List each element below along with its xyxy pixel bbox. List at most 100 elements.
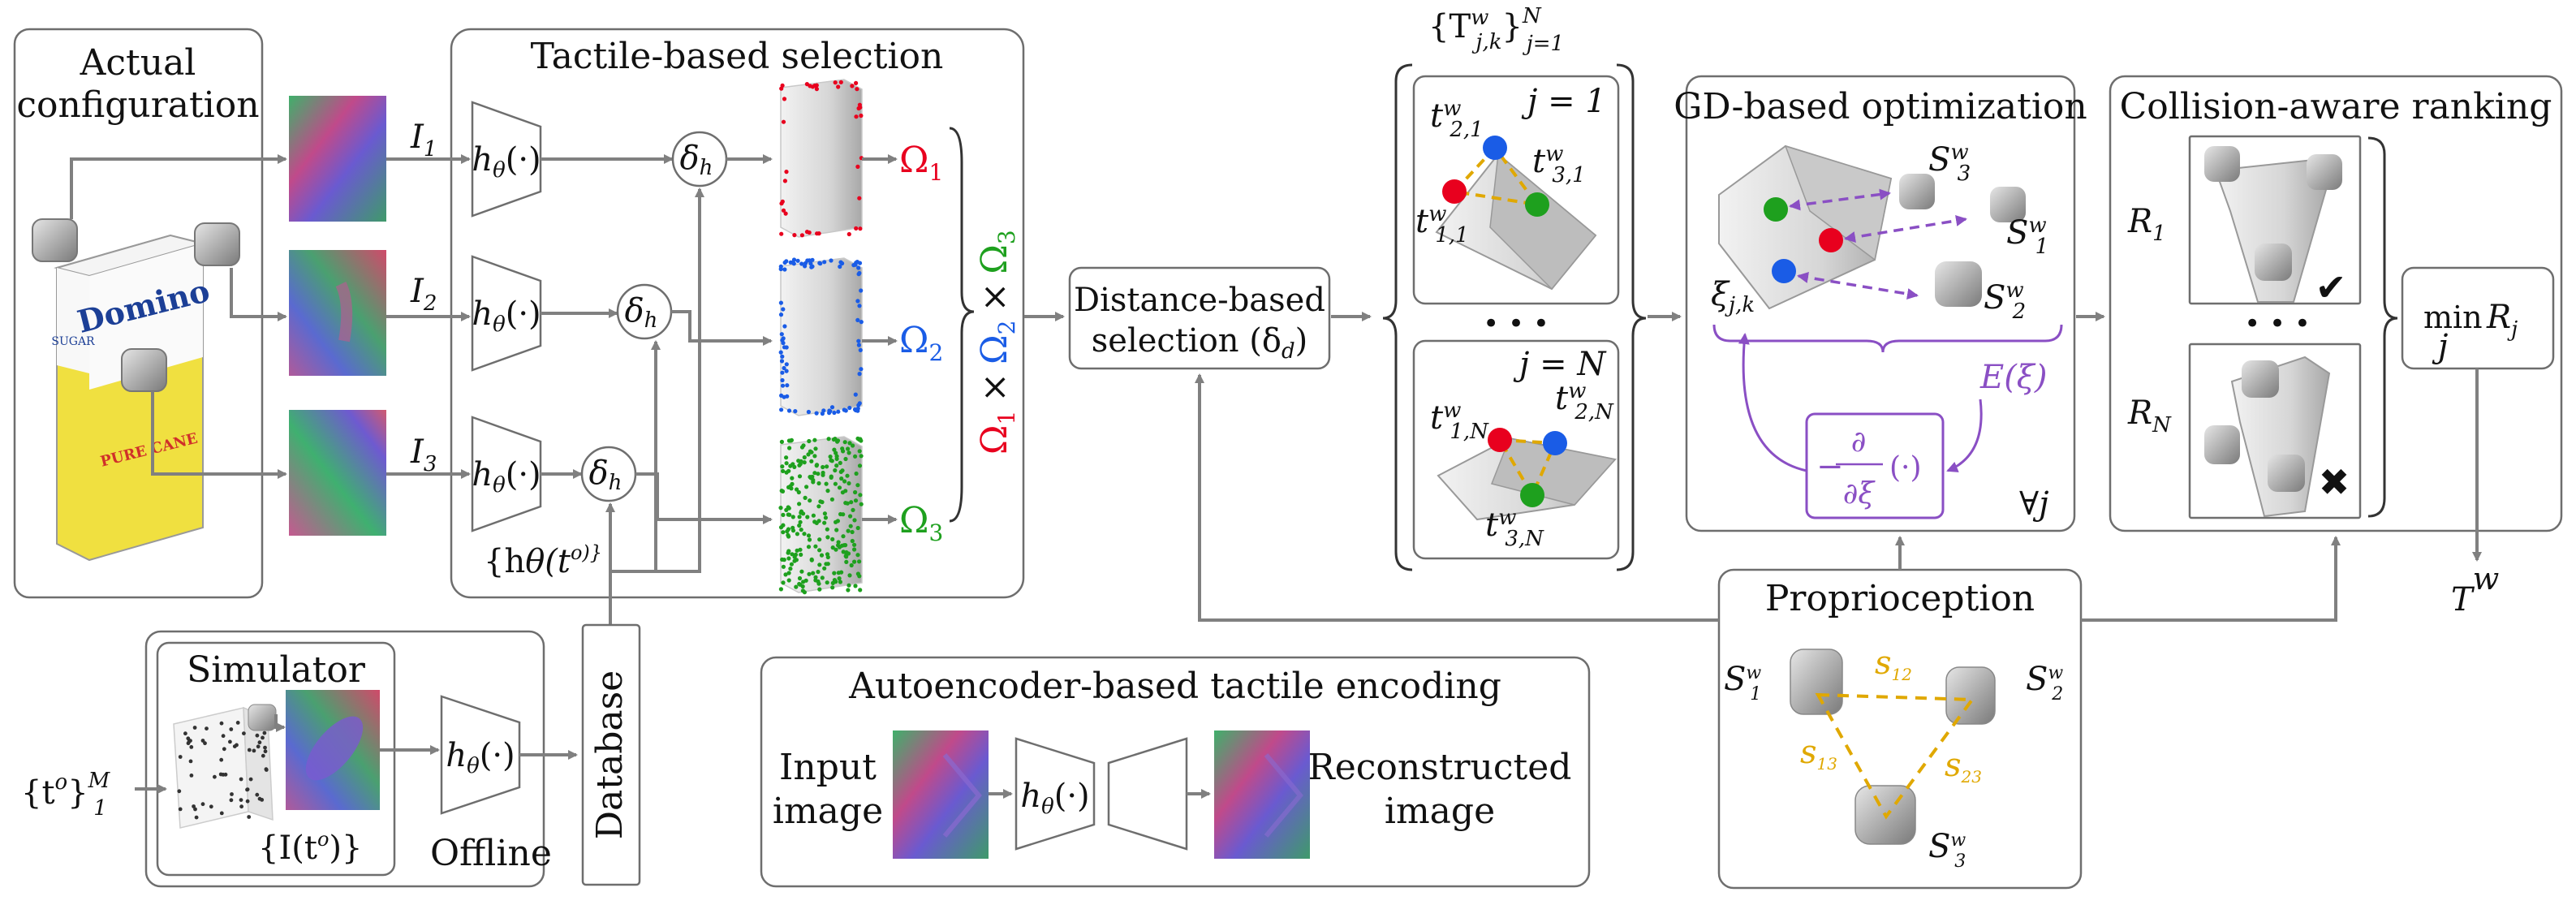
svg-text:δh: δh — [589, 455, 622, 495]
ae-encoder: hθ(·) — [1014, 737, 1096, 851]
ranking-candidate-1 — [2188, 135, 2362, 305]
proprio-s13: s13 — [1800, 734, 1837, 774]
omega-3: Ω3 — [899, 500, 943, 546]
input-label-3: I3 — [410, 433, 437, 476]
edge-sensor1-image1 — [70, 154, 287, 219]
simulator-panel — [156, 641, 396, 877]
delta-node-3: δh — [580, 446, 637, 502]
gd-forall: ∀j — [2019, 485, 2049, 523]
omega-2: Ω2 — [899, 320, 943, 366]
omega-1: Ω1 — [899, 140, 943, 186]
point-cloud-dots — [778, 80, 864, 595]
actual-config-title-1: Actual — [80, 42, 196, 84]
gd-gradient-box — [1805, 412, 1945, 519]
offline-label: Offline — [430, 833, 552, 874]
sugar-box-sugar: SUGAR — [51, 335, 95, 348]
latent-database-label: {hθ(to)} — [484, 541, 602, 580]
ae-output-image — [1214, 730, 1310, 859]
point-cloud-2 — [780, 257, 863, 416]
distance-selection-line1: Distance-based — [1074, 282, 1325, 319]
gd-gradient-num: ∂ — [1851, 425, 1867, 459]
ae-output-line1: Reconstructed — [1308, 747, 1572, 788]
omega-product: Ω1×Ω2×Ω3 — [974, 230, 1020, 455]
gd-gradient-arg: (·) — [1889, 451, 1922, 485]
tactile-image-3 — [289, 410, 386, 536]
transform-jN-triangle — [1497, 437, 1557, 499]
omega-brace — [949, 127, 975, 523]
gd-sensor-s3 — [1899, 174, 1935, 209]
ae-output-line2: image — [1385, 791, 1495, 832]
sensor-1-icon — [32, 218, 78, 262]
gd-optimization-panel — [1685, 75, 2076, 532]
tactile-selection-panel — [450, 28, 1025, 599]
svg-text:δh: δh — [625, 292, 658, 333]
gd-loop-down — [1946, 399, 1983, 472]
simulator-object — [173, 704, 277, 829]
gd-optimization-title: GD-based optimization — [1674, 86, 2087, 127]
actual-config-panel — [13, 28, 264, 599]
tactile-image-2 — [289, 250, 386, 376]
gd-sensor-s2 — [1935, 261, 1982, 307]
point-cloud-1 — [780, 79, 863, 238]
transform-j1-panel — [1412, 75, 1620, 305]
proprio-sensor-2 — [1945, 666, 1996, 725]
offline-panel — [144, 630, 545, 888]
sensor-3-icon — [121, 348, 167, 392]
simulator-encoder: hθ(·) — [440, 695, 521, 815]
database-box — [581, 623, 641, 886]
candidate-1-object — [2204, 146, 2342, 303]
svg-text:Ω1×Ω2×Ω3: Ω1×Ω2×Ω3 — [974, 230, 1020, 455]
ae-input-line2: image — [773, 791, 883, 832]
autoencoder-panel — [760, 656, 1591, 888]
ae-input-image — [893, 730, 989, 859]
gd-xi-label: ξj,k — [1711, 276, 1755, 317]
contact-point-green — [1525, 192, 1549, 217]
gd-link-green — [1789, 188, 1891, 211]
candidate-N-cross-icon: ✖ — [2319, 460, 2350, 504]
edge-delta2-cloud2 — [671, 310, 773, 346]
candidate-N-object — [2204, 356, 2331, 518]
proprioception-title: Proprioception — [1765, 578, 2035, 619]
edge-proprio-distance — [1195, 373, 1719, 622]
svg-text:hθ(·): hθ(·) — [472, 141, 541, 183]
ranking-title: Collision-aware ranking — [2120, 86, 2552, 127]
svg-text:hθ(·): hθ(·) — [1020, 778, 1089, 819]
gd-loop-up — [1738, 333, 1807, 472]
tactile-selection-title: Tactile-based selection — [531, 36, 944, 77]
output-T: Tw — [2451, 561, 2499, 618]
edge-delta3-cloud3 — [635, 472, 773, 524]
gd-sensor-s1 — [1990, 187, 2026, 222]
svg-text:δh: δh — [680, 140, 713, 180]
proprio-s12: s12 — [1875, 644, 1912, 684]
ranking-brace — [2367, 136, 2398, 518]
actual-config-title-2: configuration — [16, 84, 259, 126]
input-label-2: I2 — [410, 273, 437, 316]
encoder-3: hθ(·) — [471, 416, 542, 532]
gd-link-blue — [1797, 272, 1919, 300]
gd-link-red — [1844, 215, 1967, 243]
simulator-caption: {I(to)} — [258, 828, 362, 867]
transform-jN-label: j = N — [1513, 346, 1607, 383]
input-label-1: I1 — [410, 119, 437, 162]
distance-selection-line2: selection (δd) — [1092, 322, 1307, 364]
edge-sensor2-image2 — [230, 268, 287, 321]
proprio-s23: s23 — [1945, 747, 1982, 786]
delta-node-1: δh — [671, 131, 728, 187]
edge-proprio-ranking — [2081, 536, 2341, 622]
ae-decoder — [1107, 737, 1188, 851]
min-R: Rj — [2486, 299, 2518, 342]
R1-label: R1 — [2127, 203, 2166, 246]
svg-text:hθ(·): hθ(·) — [446, 737, 515, 778]
RN-label: RN — [2127, 394, 2172, 437]
